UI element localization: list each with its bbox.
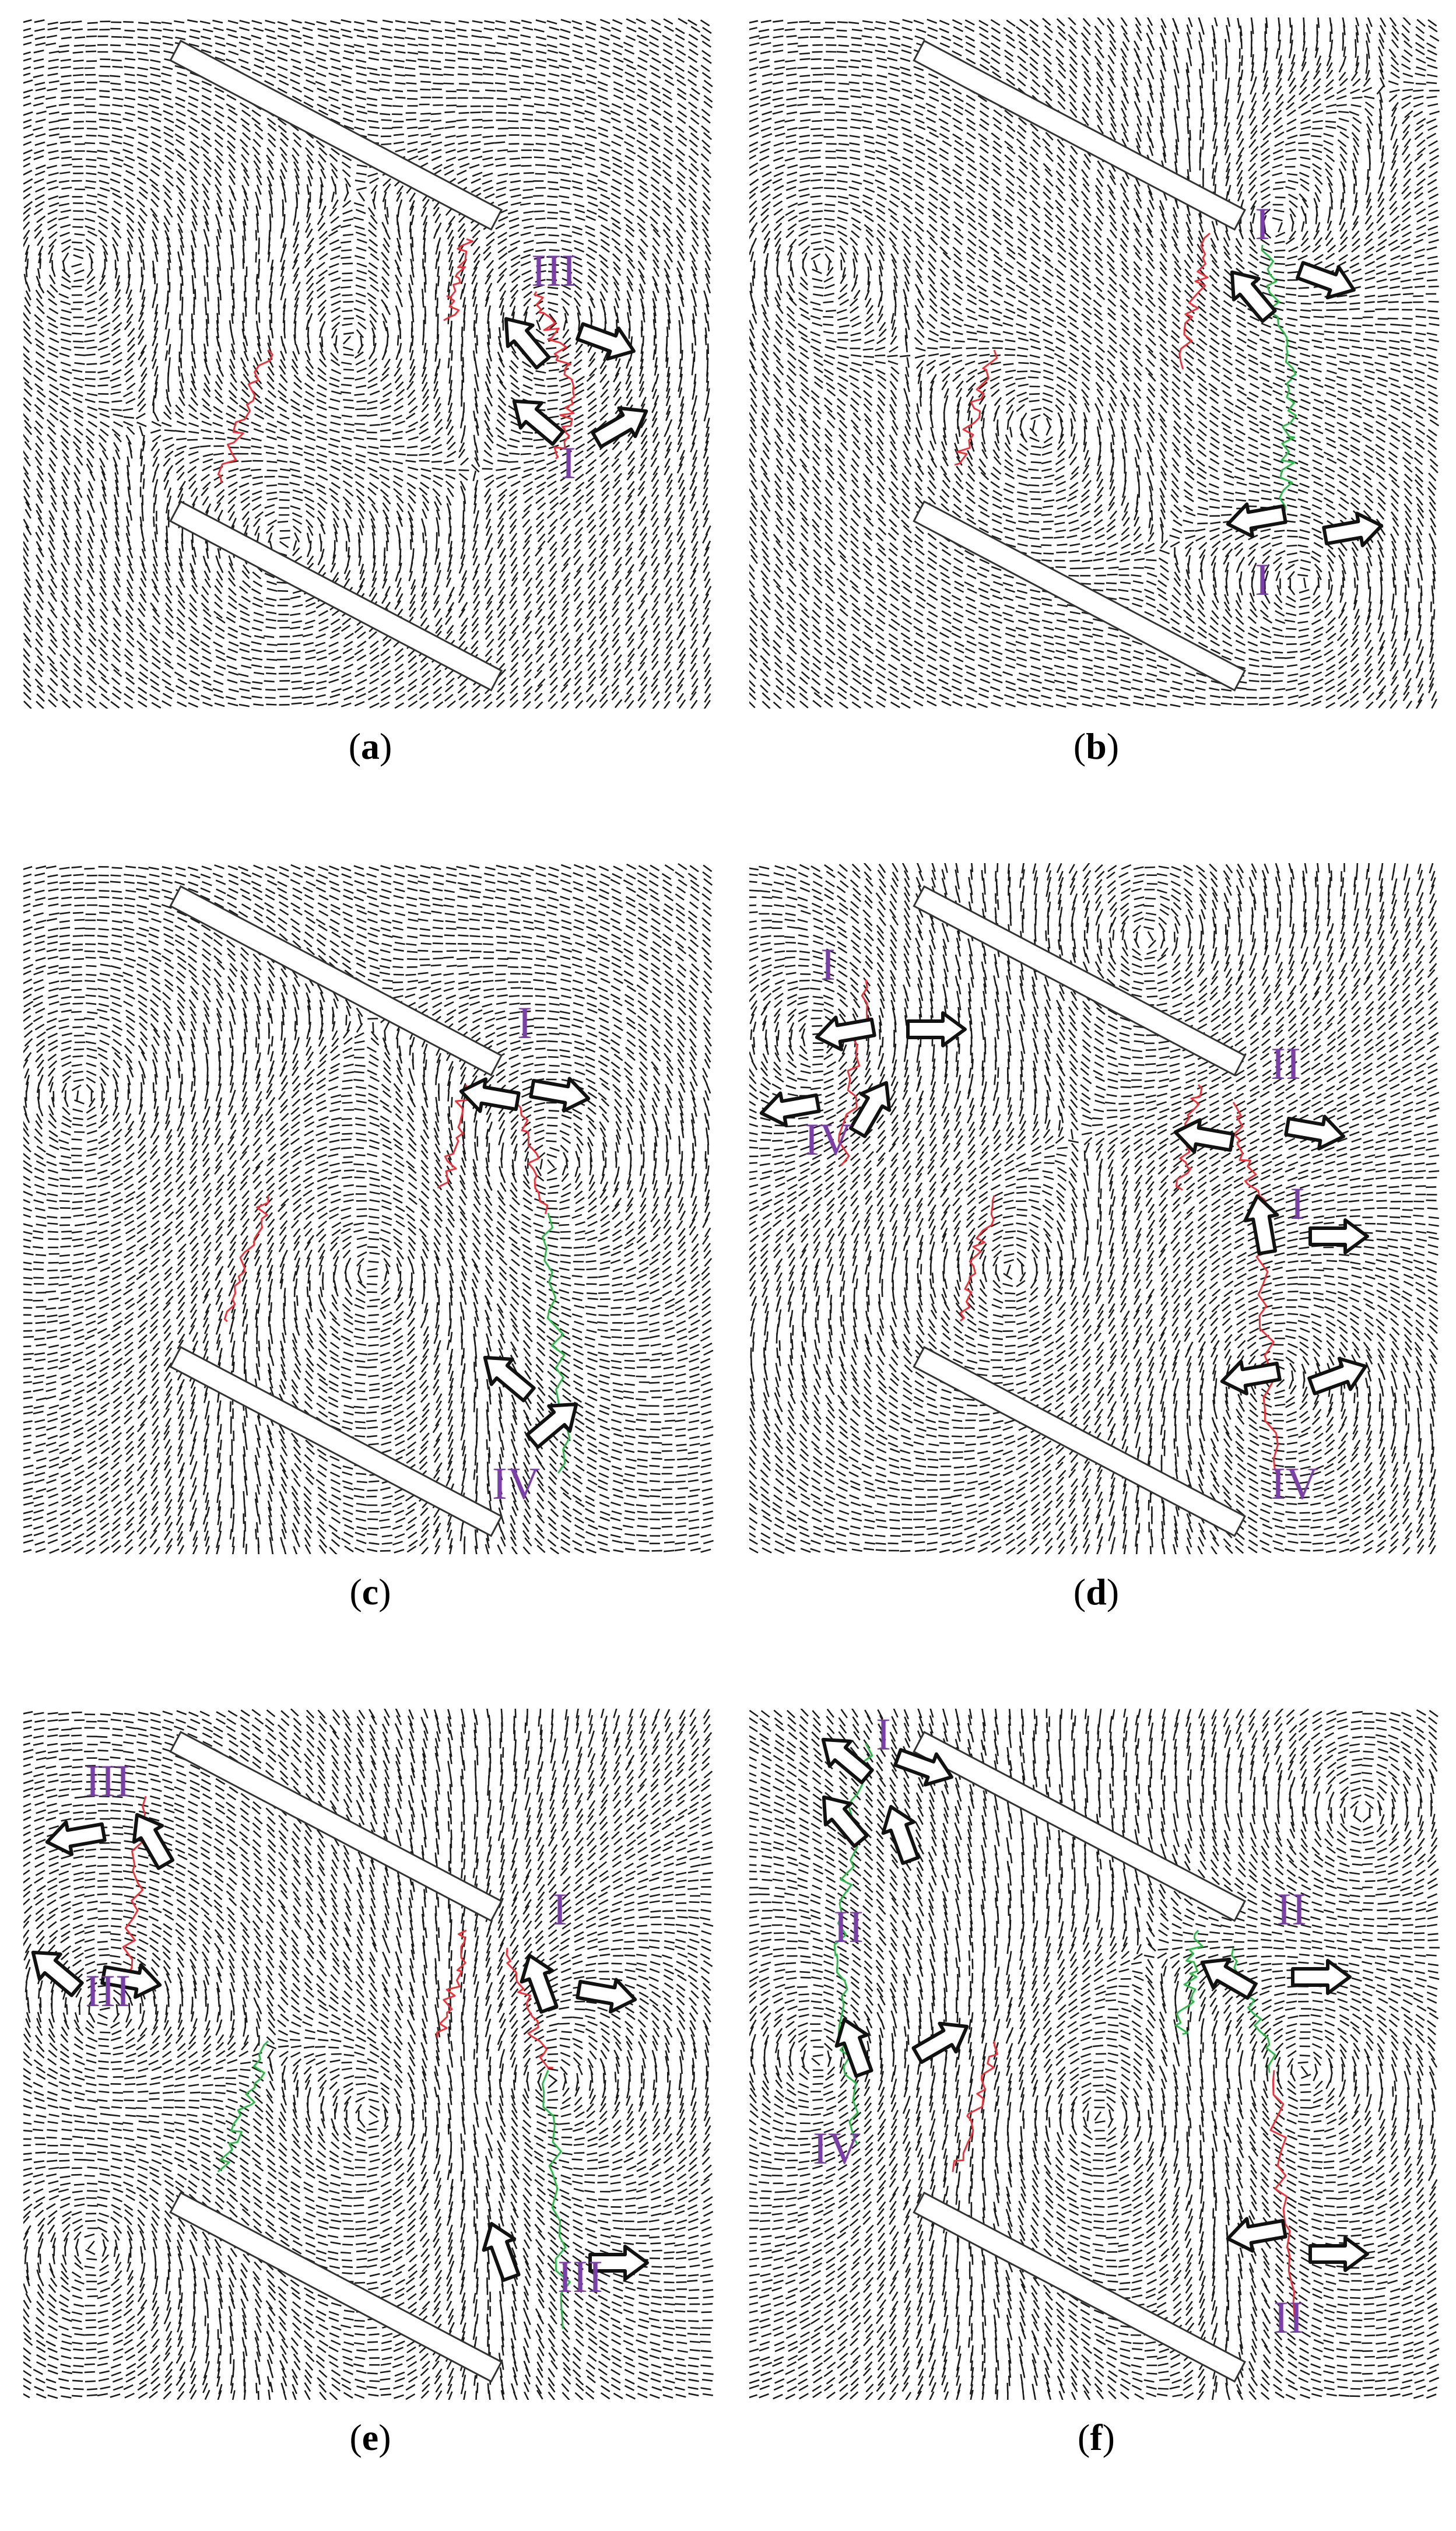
caption-b: (b): [749, 711, 1443, 781]
flow-field-b: II: [749, 17, 1443, 709]
caption-a: (a): [23, 711, 717, 781]
zone-label: I: [820, 939, 836, 990]
caption-c: (c): [23, 1557, 717, 1627]
zone-label: IV: [804, 1114, 852, 1165]
zone-label: IV: [492, 1458, 540, 1509]
zone-label: II: [1271, 1038, 1301, 1089]
zone-label: I: [1255, 554, 1270, 605]
caption-e: (e): [23, 2403, 717, 2473]
zone-label: IV: [813, 2123, 861, 2174]
zone-label: I: [552, 1884, 567, 1934]
zone-label: III: [85, 1755, 131, 1806]
caption-f: (f): [749, 2403, 1443, 2473]
zone-label: I: [561, 437, 576, 488]
zone-label: III: [531, 245, 577, 296]
zone-label: I: [876, 1709, 891, 1759]
zone-label: I: [517, 997, 532, 1048]
zone-label: I: [1255, 198, 1270, 249]
zone-label: II: [1276, 1884, 1307, 1934]
caption-d: (d): [749, 1557, 1443, 1627]
zone-label: I: [1290, 1178, 1305, 1229]
zone-label: III: [85, 1965, 131, 2016]
zone-label: II: [833, 1901, 864, 1952]
zone-label: III: [557, 2251, 603, 2302]
zone-label: IV: [1271, 1458, 1318, 1509]
zone-label: II: [1273, 2292, 1304, 2343]
panel-c: I IV (c): [23, 863, 717, 1685]
flow-field-c: I IV: [23, 863, 717, 1554]
